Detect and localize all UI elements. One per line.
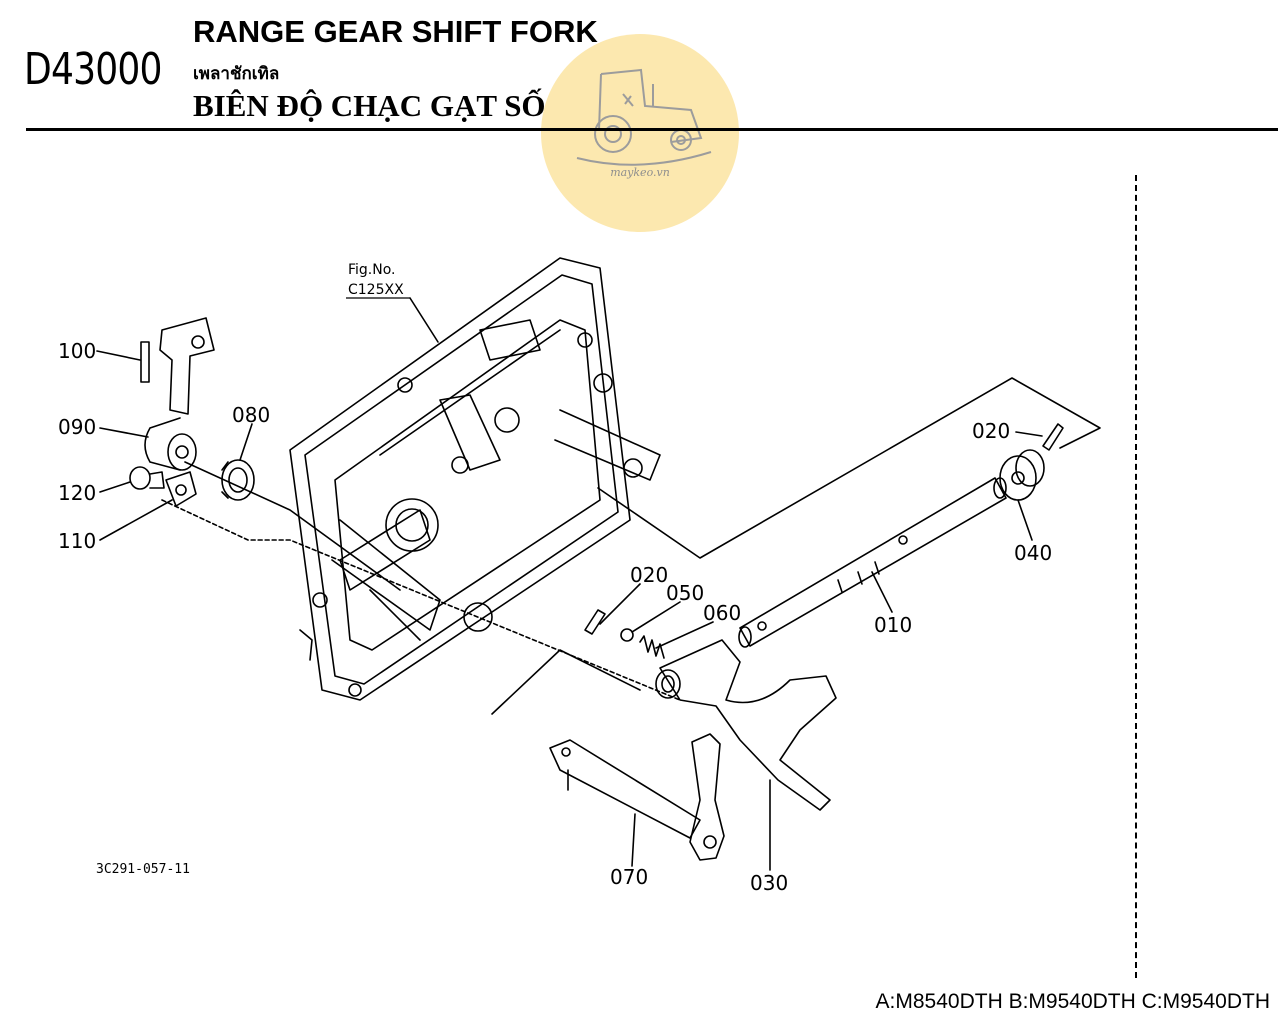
lever-shaft (549, 733, 725, 861)
figure-ref-code: C125XX (348, 282, 404, 298)
oil-seal (221, 459, 255, 501)
model-list: A:M8540DTH B:M9540DTH C:M9540DTH (875, 990, 1270, 1013)
lock-plate (165, 471, 197, 507)
callout-030: 030 (750, 871, 788, 895)
callout-040: 040 (1014, 541, 1052, 565)
callout-070: 070 (610, 865, 648, 889)
figure-ref-label: Fig.No. (348, 262, 396, 278)
shift-rod (738, 477, 1007, 648)
callout-090: 090 (58, 415, 96, 439)
steel-ball (620, 628, 634, 642)
callout-060: 060 (703, 601, 741, 625)
callout-010: 010 (874, 613, 912, 637)
callout-020-upper: 020 (972, 419, 1010, 443)
shift-fork (655, 639, 837, 811)
spring-pin-lower (584, 609, 606, 635)
spring (639, 635, 665, 659)
stop-collar (999, 449, 1045, 501)
bolt (129, 466, 165, 490)
tractor-icon (576, 68, 712, 166)
callout-100: 100 (58, 339, 96, 363)
page-title: RANGE GEAR SHIFT FORK (193, 14, 598, 49)
shifter-arm (140, 317, 215, 471)
watermark-logo: maykeo.vn (541, 34, 739, 232)
callout-110: 110 (58, 529, 96, 553)
spring-pin-upper (1042, 423, 1064, 451)
header-divider (26, 128, 1278, 131)
transmission-case (289, 257, 661, 701)
page-title-thai: เพลาชักเทิล (193, 64, 280, 84)
callout-120: 120 (58, 481, 96, 505)
callout-020-lower: 020 (630, 563, 668, 587)
callout-080: 080 (232, 403, 270, 427)
page-title-vietnamese: BIÊN ĐỘ CHẠC GẠT SỐ (193, 88, 546, 123)
watermark-text: maykeo.vn (610, 166, 670, 179)
callout-050: 050 (666, 581, 704, 605)
page-margin-dashed-line (1135, 175, 1137, 978)
section-code: D43000 (24, 44, 162, 95)
drawing-code: 3C291-057-11 (96, 862, 190, 877)
